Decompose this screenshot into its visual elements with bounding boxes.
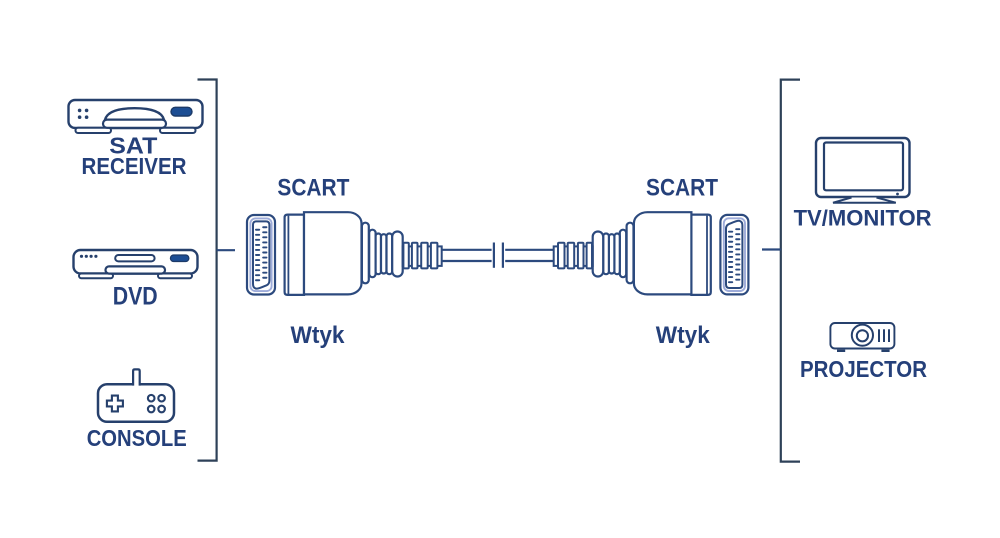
svg-text:DVD: DVD: [113, 283, 158, 311]
svg-text:SAT: SAT: [109, 133, 157, 159]
svg-text:SCART: SCART: [646, 175, 718, 202]
svg-text:SCART: SCART: [277, 175, 349, 202]
svg-text:Wtyk: Wtyk: [291, 322, 346, 349]
svg-text:TV/MONITOR: TV/MONITOR: [794, 206, 932, 231]
svg-text:Wtyk: Wtyk: [656, 322, 711, 349]
svg-text:RECEIVER: RECEIVER: [82, 153, 187, 179]
svg-text:PROJECTOR: PROJECTOR: [800, 356, 927, 382]
svg-text:CONSOLE: CONSOLE: [87, 425, 187, 451]
